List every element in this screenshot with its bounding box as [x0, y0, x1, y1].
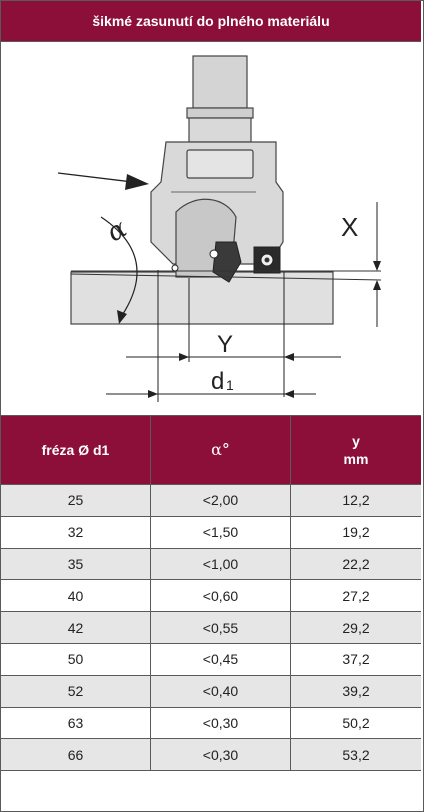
table-row: 35<1,00 22,2: [1, 548, 421, 581]
cell-diameter: 40: [1, 580, 151, 612]
alpha-arc: [100, 216, 138, 318]
cell-alpha: <0,60: [151, 580, 291, 612]
cell-y: 19,2: [342, 524, 370, 541]
cell-y: 29,2: [342, 619, 370, 636]
table-row: 50<0,45 37,2: [1, 643, 421, 676]
header-y-unit: mm: [343, 451, 369, 467]
cutting-insert-left: [212, 241, 242, 283]
x-dim-arrow-up: [373, 280, 381, 290]
shank-collar: [186, 107, 254, 119]
header-y-top: y: [352, 433, 360, 449]
cell-alpha: <0,45: [151, 643, 291, 675]
shank: [192, 55, 248, 109]
cell-y: 22,2: [342, 555, 370, 572]
cell-y: 12,2: [342, 492, 370, 509]
cutter-face: [186, 149, 254, 179]
table-row: 25<2,00 12,2: [1, 485, 421, 517]
y-label: Y: [217, 331, 233, 358]
table-row: 63<0,30 50,2: [1, 707, 421, 740]
y-dim-arrow-left: [179, 353, 189, 361]
cell-diameter: 66: [1, 739, 151, 771]
cell-alpha: <0,55: [151, 612, 291, 643]
y-dim-arrow-right: [284, 353, 294, 361]
cell-alpha: <0,40: [151, 675, 291, 707]
header-alpha: α°: [151, 416, 291, 484]
table-row: 52<0,40 39,2: [1, 675, 421, 708]
insert-screw-center: [264, 257, 270, 263]
milling-diagram: α X Y d 1: [1, 42, 421, 416]
cell-alpha: <2,00: [151, 485, 291, 516]
cell-y: 50,2: [342, 714, 370, 731]
cell-alpha: <0,30: [151, 707, 291, 739]
table-header: fréza Ø d1 α° y mm: [1, 416, 421, 485]
insert-screw-left: [209, 249, 219, 259]
d-label: d: [211, 368, 224, 395]
header-diameter: fréza Ø d1: [1, 416, 151, 484]
cell-y: 53,2: [342, 746, 370, 763]
cell-diameter: 50: [1, 643, 151, 675]
d-dim-arrow-right: [284, 390, 294, 398]
workpiece-block: [70, 271, 334, 325]
table-row: 40<0,60 27,2: [1, 580, 421, 613]
cell-diameter: 32: [1, 516, 151, 548]
table-row: 66<0,30 53,2: [1, 739, 421, 772]
cell-diameter: 25: [1, 485, 151, 516]
cell-y: 37,2: [342, 651, 370, 668]
cell-alpha: <1,50: [151, 516, 291, 548]
diagram-svg: α X Y d 1: [57, 55, 382, 402]
cell-alpha: <0,30: [151, 739, 291, 771]
cell-y: 27,2: [342, 587, 370, 604]
cell-diameter: 52: [1, 675, 151, 707]
table-row: 32<1,50 19,2: [1, 516, 421, 549]
alpha-arc-arrow: [117, 310, 127, 324]
cell-alpha: <1,00: [151, 548, 291, 580]
page-title: šikmé zasunutí do plného materiálu: [1, 1, 421, 42]
d-dim-arrow-left: [148, 390, 158, 398]
d-label-subscript: 1: [226, 377, 234, 393]
x-label: X: [341, 212, 358, 242]
header-y: y mm: [291, 416, 421, 484]
feed-arrow-head: [125, 174, 149, 190]
table-row: 42<0,55 29,2: [1, 612, 421, 644]
cell-diameter: 63: [1, 707, 151, 739]
cell-y: 39,2: [342, 683, 370, 700]
ramp-line: [70, 273, 382, 281]
shank-neck: [188, 117, 252, 143]
cell-diameter: 35: [1, 548, 151, 580]
cell-diameter: 42: [1, 612, 151, 643]
insert-pin: [171, 264, 179, 272]
x-dim-arrow-down: [373, 261, 381, 271]
